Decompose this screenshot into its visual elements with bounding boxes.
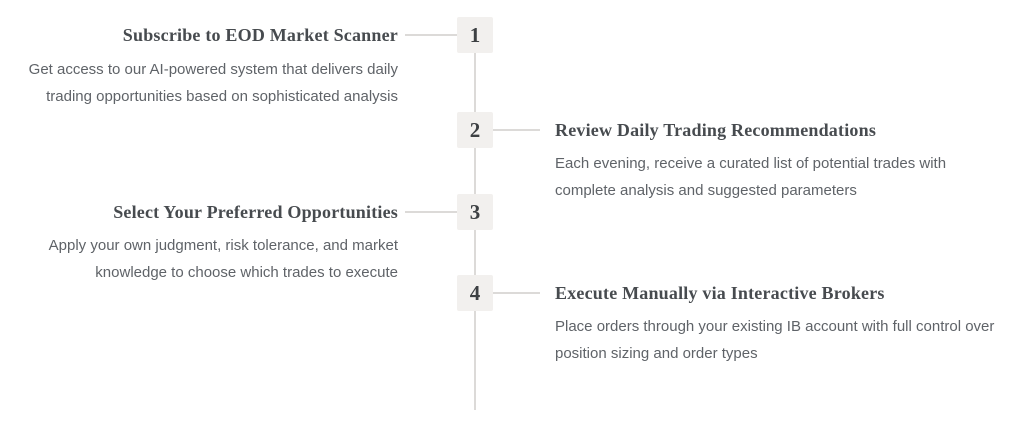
step-3-title: Select Your Preferred Opportunities xyxy=(113,202,398,222)
step-3-number: 3 xyxy=(469,199,481,224)
step-3-description: Apply your own judgment, risk tolerance,… xyxy=(48,237,398,281)
step-4-description: Place orders through your existing IB ac… xyxy=(555,318,995,362)
step-4-number: 4 xyxy=(469,280,481,305)
step-3-number-badge: 3 xyxy=(457,194,493,230)
step-2-number-badge: 2 xyxy=(457,112,493,148)
step-1-connector-line xyxy=(405,34,457,36)
step-4-title: Execute Manually via Interactive Brokers xyxy=(555,283,885,303)
step-4-connector-line xyxy=(493,292,540,294)
step-2-number: 2 xyxy=(469,117,481,142)
step-3-connector-line xyxy=(405,211,457,213)
step-1-number-badge: 1 xyxy=(457,17,493,53)
step-1-description: Get access to our AI-powered system that… xyxy=(28,61,398,105)
step-4-number-badge: 4 xyxy=(457,275,493,311)
step-1-number: 1 xyxy=(469,22,481,47)
step-2-connector-line xyxy=(493,129,540,131)
step-2-description: Each evening, receive a curated list of … xyxy=(555,155,947,199)
step-1-title: Subscribe to EOD Market Scanner xyxy=(122,25,398,45)
step-2-title: Review Daily Trading Recommendations xyxy=(555,120,877,140)
